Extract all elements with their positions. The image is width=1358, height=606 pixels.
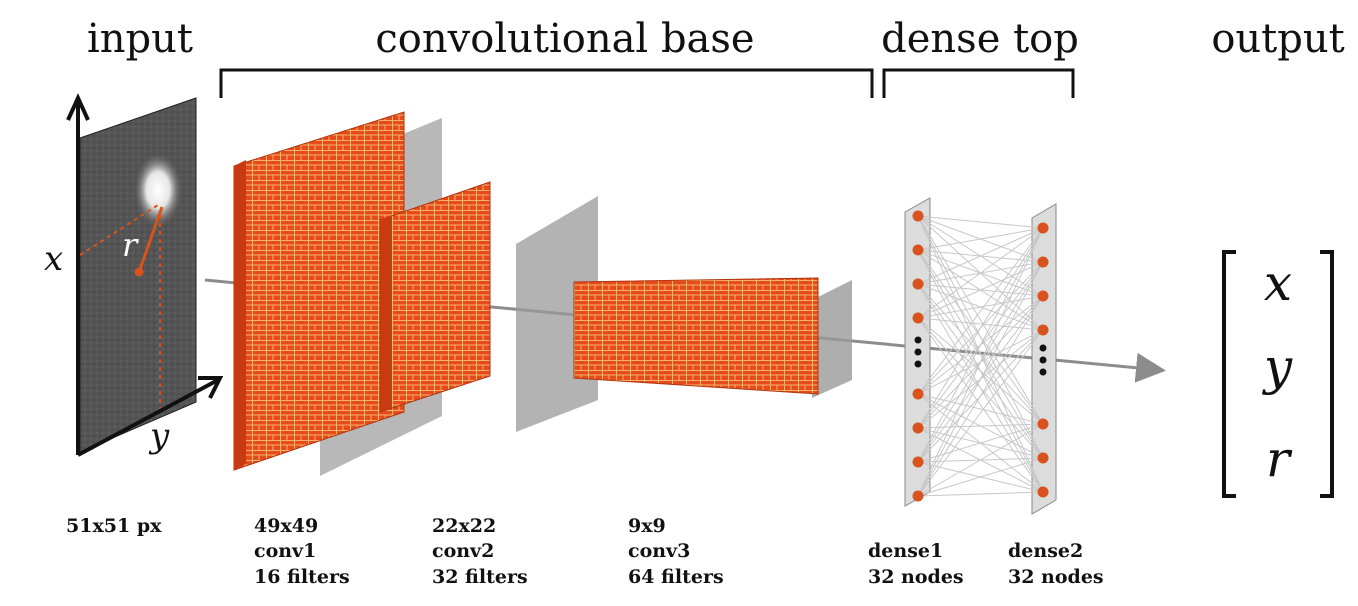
- output-r: r: [1266, 430, 1293, 488]
- conv1-name-caption: conv1: [254, 540, 316, 562]
- dense1-nodes: [912, 210, 924, 502]
- connection-line: [917, 227, 1044, 319]
- pool3-plane: [812, 280, 852, 398]
- conv1-side: [234, 160, 246, 470]
- output-left-bracket: [1222, 250, 1236, 498]
- dense2-node: [1037, 452, 1049, 464]
- connection-line: [917, 227, 1044, 285]
- conv2-block: [379, 181, 598, 432]
- conv3-name-caption: conv3: [628, 540, 690, 562]
- center-dot: [134, 267, 144, 277]
- connection-line: [917, 215, 1044, 425]
- header-dense-top: dense top: [881, 16, 1079, 62]
- input-image: [66, 93, 224, 457]
- conv2-detail-caption: 32 filters: [432, 566, 528, 588]
- conv2-size-caption: 22x22: [432, 515, 496, 537]
- connection-line: [917, 227, 1044, 497]
- axis-x-label: x: [44, 239, 63, 279]
- header-input: input: [87, 16, 193, 62]
- dense2-node: [1037, 256, 1049, 268]
- connection-line: [917, 423, 1044, 463]
- dense1-name-caption: dense1: [868, 540, 943, 562]
- dense2-node: [1037, 222, 1049, 234]
- dense-connections: [917, 215, 1044, 497]
- conv3-size-caption: 9x9: [628, 515, 666, 537]
- dense1-node: [912, 244, 924, 256]
- connection-line: [917, 227, 1044, 429]
- connection-line: [917, 457, 1044, 497]
- input-size-caption: 51x51 px: [66, 515, 162, 537]
- output-vector: x y r: [1222, 250, 1334, 498]
- radius-vector: [137, 206, 164, 273]
- connection-line: [917, 261, 1044, 497]
- dense1-ellipsis-dot: [914, 348, 922, 356]
- dense2-ellipsis-dot: [1039, 368, 1047, 376]
- axis-y-label: y: [148, 416, 170, 456]
- connection-line: [917, 317, 1044, 493]
- radius-label: r: [122, 226, 139, 264]
- output-right-bracket: [1320, 250, 1334, 498]
- connection-line: [917, 317, 1044, 459]
- particle-blob: [132, 150, 184, 230]
- conv3-detail-caption: 64 filters: [628, 566, 724, 588]
- x-axis-arrowhead: [198, 376, 224, 399]
- connection-line: [917, 283, 1044, 425]
- dense-block: [904, 197, 1057, 515]
- connection-line: [917, 423, 1044, 497]
- conv2-filters: [379, 181, 491, 413]
- header-output: output: [1211, 16, 1344, 62]
- dense1-detail-caption: 32 nodes: [868, 566, 964, 588]
- y-axis-arrowhead: [66, 93, 90, 121]
- dense2-detail-caption: 32 nodes: [1008, 566, 1104, 588]
- output-y: y: [1262, 338, 1293, 396]
- conv3-block: [573, 277, 852, 398]
- connection-line: [917, 227, 1044, 463]
- connection-line: [917, 295, 1044, 319]
- dense1-node: [912, 388, 924, 400]
- conv2-name-caption: conv2: [432, 540, 494, 562]
- dense2-ellipsis-dot: [1039, 356, 1047, 364]
- dense1-node: [912, 490, 924, 502]
- conv-base-bracket: [219, 68, 874, 98]
- conv1-filters: [233, 111, 405, 471]
- conv1-size-caption: 49x49: [254, 515, 318, 537]
- dense1-ellipsis-dot: [914, 360, 922, 368]
- connection-line: [917, 491, 1044, 497]
- connection-line: [917, 423, 1044, 429]
- dense1-ellipsis-dot: [914, 336, 922, 344]
- dense-top-bracket: [882, 68, 1075, 98]
- connection-line: [917, 317, 1044, 331]
- conv2-side: [380, 215, 392, 412]
- x-axis-line: [77, 378, 219, 457]
- connection-line: [917, 227, 1044, 395]
- dense2-node: [1037, 290, 1049, 302]
- dense2-node: [1037, 418, 1049, 430]
- dense2-name-caption: dense2: [1008, 540, 1083, 562]
- output-x: x: [1264, 254, 1292, 312]
- connection-line: [917, 329, 1044, 497]
- dense2-nodes: [1037, 222, 1049, 498]
- dense2-ellipsis-dot: [1039, 344, 1047, 352]
- connection-line: [917, 317, 1044, 425]
- connection-line: [917, 249, 1044, 425]
- connection-line: [917, 227, 1044, 251]
- header-convolutional-base: convolutional base: [375, 16, 754, 62]
- connection-line: [917, 261, 1044, 319]
- dense1-node: [912, 278, 924, 290]
- dense1-node: [912, 422, 924, 434]
- dense1-node: [912, 456, 924, 468]
- dense1-node: [912, 210, 924, 222]
- connection-line: [917, 215, 1044, 229]
- dense1-node: [912, 312, 924, 324]
- connection-line: [917, 295, 1044, 497]
- conv3-filters: [573, 277, 819, 395]
- dense2-node: [1037, 486, 1049, 498]
- conv1-detail-caption: 16 filters: [254, 566, 350, 588]
- connection-line: [917, 393, 1044, 425]
- dense2-node: [1037, 324, 1049, 336]
